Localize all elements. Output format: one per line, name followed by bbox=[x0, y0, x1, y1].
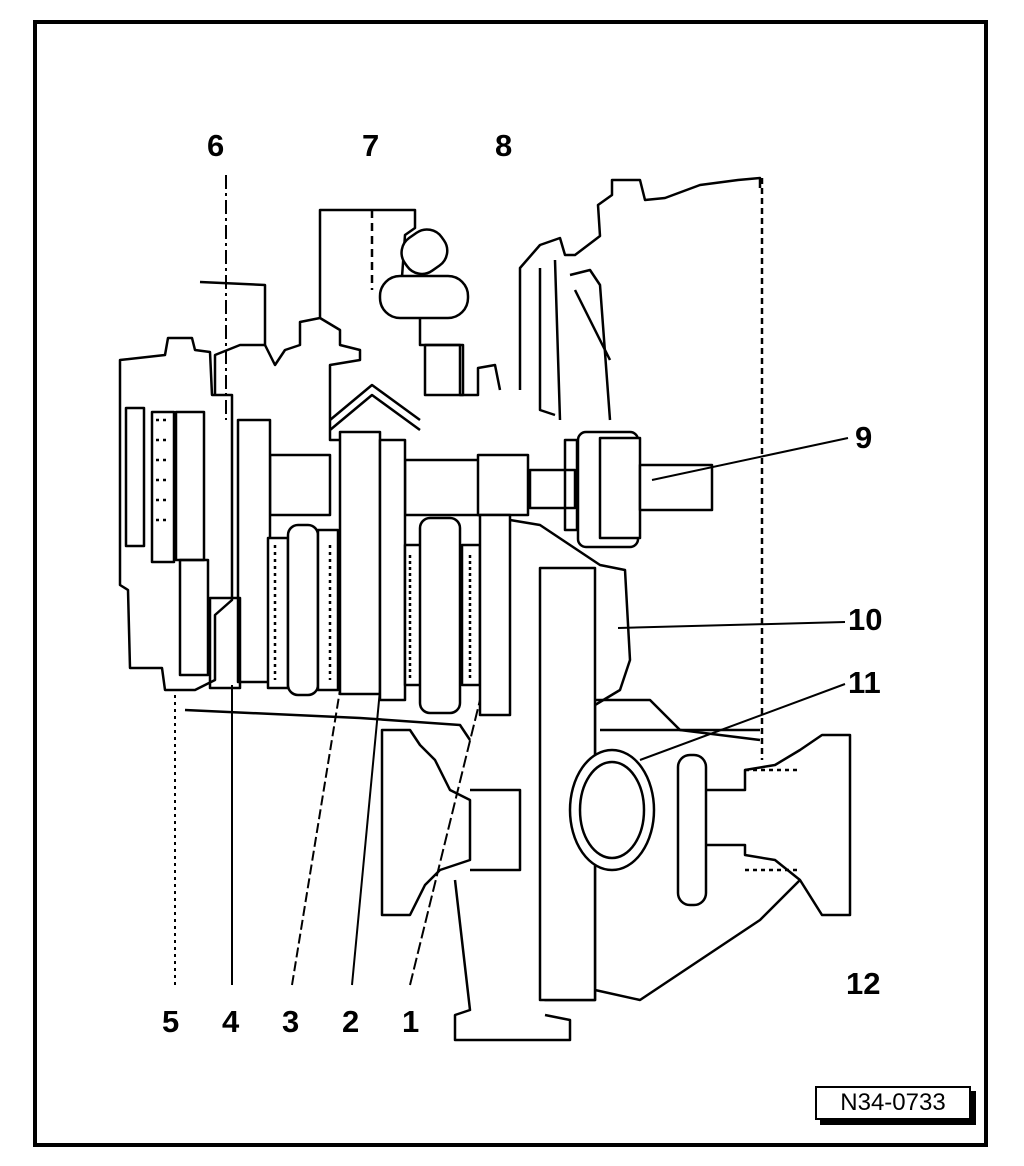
differential bbox=[380, 178, 852, 1042]
callout-7: 7 bbox=[362, 128, 380, 163]
input-shaft-gears bbox=[236, 418, 530, 702]
leader-lines bbox=[174, 175, 849, 986]
callout-10: 10 bbox=[848, 602, 883, 637]
output-shaft-gears bbox=[208, 513, 512, 717]
callout-5: 5 bbox=[162, 1004, 180, 1039]
callout-2: 2 bbox=[342, 1004, 360, 1039]
end-cover bbox=[118, 336, 234, 692]
callout-8: 8 bbox=[495, 128, 513, 163]
main-housing bbox=[199, 176, 762, 442]
shift-mechanism bbox=[329, 210, 470, 432]
figure-id: N34-0733 bbox=[815, 1086, 971, 1120]
callout-4: 4 bbox=[222, 1004, 240, 1039]
callout-11: 11 bbox=[848, 665, 881, 700]
callout-9: 9 bbox=[855, 420, 873, 455]
callout-1: 1 bbox=[402, 1004, 420, 1039]
callout-3: 3 bbox=[282, 1004, 300, 1039]
callout-12: 12 bbox=[846, 966, 881, 1001]
callout-6: 6 bbox=[207, 128, 225, 163]
